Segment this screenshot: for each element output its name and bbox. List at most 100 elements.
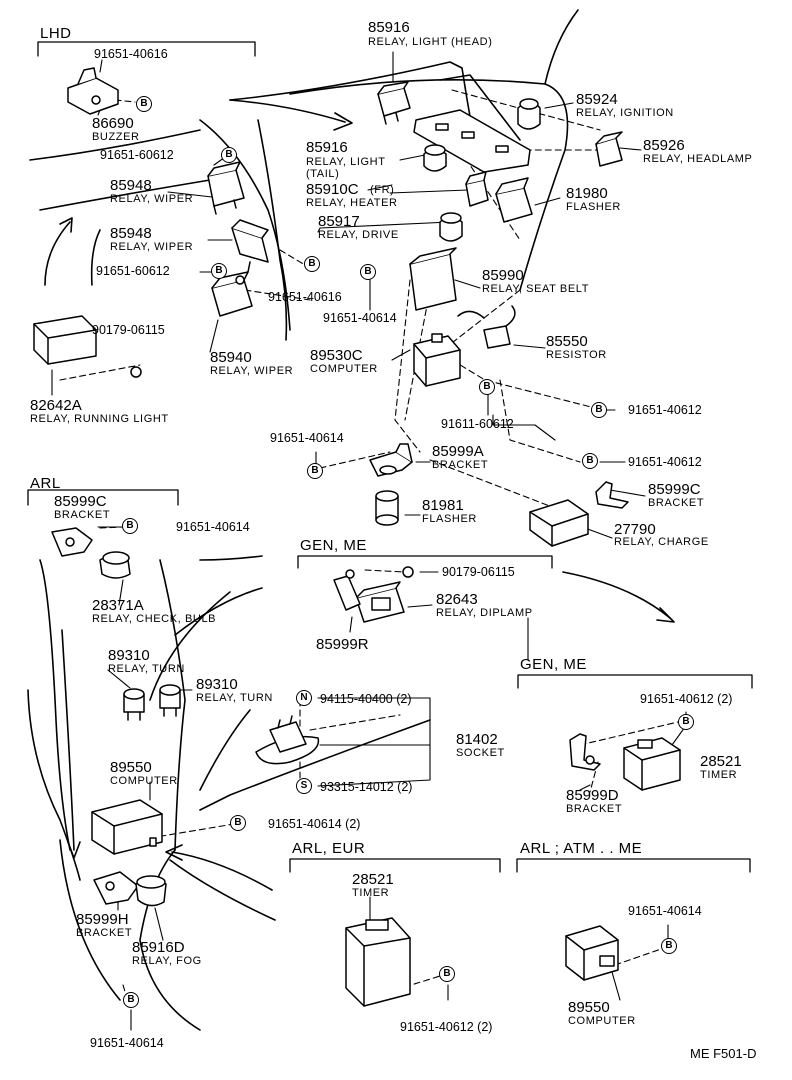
part-number: 85917 <box>318 213 360 230</box>
fastener-badge-b: B <box>221 147 237 163</box>
part-name: BRACKET <box>566 803 623 815</box>
part-name: RELAY, IGNITION <box>576 107 674 119</box>
relay-89310-b-drawing <box>159 684 181 717</box>
part-name: RELAY, HEADLAMP <box>643 153 753 165</box>
fastener-code: 90179-06115 <box>92 323 165 337</box>
fastener-badge-n: N <box>296 690 312 706</box>
part-name: BRACKET <box>76 927 133 939</box>
flasher-81980-drawing <box>495 177 533 223</box>
relay-85948-a-drawing <box>207 161 245 215</box>
section-arl-left: ARL <box>30 475 61 492</box>
relay-28371a-drawing <box>99 551 131 579</box>
fastener-code: 91651-40612 (2) <box>640 692 733 706</box>
relay-82643-drawing <box>355 581 405 623</box>
flasher-81981-drawing <box>375 490 399 526</box>
fastener-code: 91651-40614 <box>628 904 702 918</box>
fastener-code: 91651-40612 (2) <box>400 1020 493 1034</box>
part-number: 85999H <box>76 911 129 928</box>
relay-89310-a-drawing <box>123 688 145 721</box>
part-number: 27790 <box>614 521 656 538</box>
part-name: SOCKET <box>456 747 505 759</box>
part-name: BUZZER <box>92 131 140 143</box>
fastener-badge-b: B <box>230 815 246 831</box>
part-name: FLASHER <box>422 513 477 525</box>
relay-mounting-panel-drawing <box>413 109 531 173</box>
fastener-badge-b: B <box>123 992 139 1008</box>
part-note: (FR) <box>370 184 395 196</box>
part-name: RELAY, WIPER <box>110 193 194 205</box>
part-number: 85916 <box>368 19 410 36</box>
part-name: RELAY, HEATER <box>306 197 398 209</box>
part-name: BRACKET <box>648 497 705 509</box>
resistor-85550-drawing <box>457 305 516 349</box>
fastener-code: 93315-14012 (2) <box>320 780 413 794</box>
part-name: TIMER <box>352 887 390 899</box>
bracket-85999c-left-drawing <box>51 527 93 557</box>
relay-85926-drawing <box>595 131 623 167</box>
part-name: RELAY, CHECK, BULB <box>92 613 217 625</box>
part-number: 28371A <box>92 597 144 614</box>
bracket-85999a-drawing <box>369 443 413 477</box>
part-name: FLASHER <box>566 201 621 213</box>
section-lhd: LHD <box>40 25 72 42</box>
buzzer-86690-drawing <box>67 67 119 115</box>
part-number: 85926 <box>643 137 685 154</box>
part-number: 89310 <box>108 647 150 664</box>
part-number: 85999R <box>316 636 369 653</box>
part-name: RELAY, CHARGE <box>614 536 709 548</box>
part-name: RELAY, SEAT BELT <box>482 283 590 295</box>
computer-89550-b-drawing <box>565 925 619 981</box>
fastener-code: 91651-40616 <box>94 47 168 61</box>
bracket-85999d-drawing <box>569 733 601 771</box>
part-name: RELAY, WIPER <box>210 365 294 377</box>
relay-82642a-drawing <box>33 315 142 378</box>
part-name: RELAY, LIGHT (HEAD) <box>368 36 493 48</box>
fastener-badge-b: B <box>122 518 138 534</box>
fastener-code: 91611-60612 <box>441 417 514 431</box>
part-number: 85550 <box>546 333 588 350</box>
section-gen-me-right: GEN, ME <box>520 656 587 673</box>
bracket-85999h-drawing <box>93 871 139 905</box>
part-number: 86690 <box>92 115 134 132</box>
fastener-badge-s: S <box>296 778 312 794</box>
flow-arrows <box>44 99 675 891</box>
fastener-badge-b: B <box>591 402 607 418</box>
part-name: BRACKET <box>432 459 489 471</box>
part-number: 85999C <box>648 481 701 498</box>
part-number: 82642A <box>30 397 82 414</box>
timer-28521-bottom-drawing <box>345 917 411 1007</box>
part-number: 85916D <box>132 939 185 956</box>
fastener-code: 91651-40616 <box>268 290 342 304</box>
fastener-badge-b: B <box>479 379 495 395</box>
fastener-code: 94115-40400 (2) <box>320 692 412 706</box>
part-name: RELAY, WIPER <box>110 241 194 253</box>
relay-85917-drawing <box>439 212 463 242</box>
part-name: RELAY, TURN <box>108 663 185 675</box>
part-number: 85999D <box>566 787 619 804</box>
part-number: 85948 <box>110 177 152 194</box>
part-number: 81402 <box>456 731 498 748</box>
part-name: RELAY, LIGHT (TAIL) <box>306 156 386 180</box>
part-name: RELAY, TURN <box>196 692 273 704</box>
relay-85916d-drawing <box>135 875 167 907</box>
relay-85924-drawing <box>517 98 541 130</box>
part-number: 81980 <box>566 185 608 202</box>
part-number: 89310 <box>196 676 238 693</box>
fastener-badge-b: B <box>678 714 694 730</box>
section-arl-atm-me: ARL ; ATM . . ME <box>520 840 643 857</box>
instrument-panel-outline <box>27 9 579 1031</box>
part-name: COMPUTER <box>110 775 178 787</box>
part-number: 85910C <box>306 181 359 198</box>
part-name: RELAY, DIPLAMP <box>436 607 533 619</box>
relay-27790-drawing <box>529 499 589 547</box>
fastener-code: 91651-60612 <box>100 148 174 162</box>
figure-code: ME F501-D <box>690 1046 757 1061</box>
relay-85948-b-drawing <box>231 219 269 273</box>
bracket-85999r-drawing <box>333 566 414 611</box>
fastener-badge-b: B <box>304 256 320 272</box>
part-number: 89550 <box>568 999 610 1016</box>
part-number: 81981 <box>422 497 464 514</box>
socket-81402-drawing <box>255 715 320 765</box>
relay-85990-drawing <box>409 247 457 311</box>
